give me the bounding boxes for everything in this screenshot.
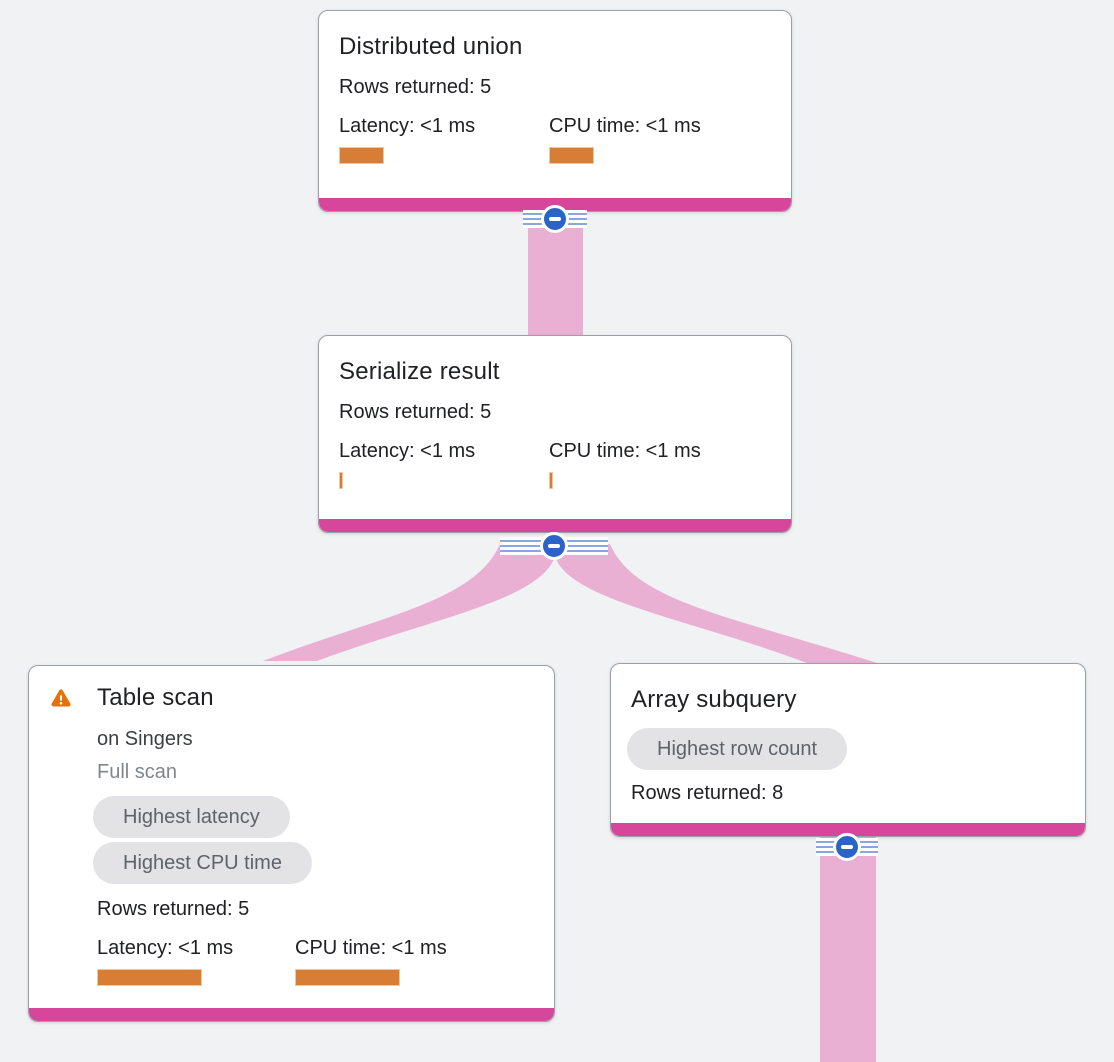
cpu-time-label: CPU time: <1 ms — [549, 115, 701, 137]
badge-highest-latency: Highest latency — [93, 796, 290, 838]
edge-band-arraysubquery-child — [820, 837, 876, 1062]
collapse-button-serialize-result[interactable] — [500, 532, 608, 560]
latency-bar — [339, 147, 384, 164]
node-accent-bar — [319, 198, 791, 211]
rows-returned: Rows returned: 5 — [339, 401, 492, 423]
node-accent-bar — [29, 1008, 554, 1021]
node-distributed-union[interactable]: Distributed union Rows returned: 5 Laten… — [318, 10, 792, 212]
node-title: Serialize result — [339, 358, 500, 385]
node-array-subquery[interactable]: Array subquery Highest row count Rows re… — [610, 663, 1086, 837]
cpu-time-label: CPU time: <1 ms — [295, 937, 447, 959]
collapse-button-distributed-union[interactable] — [523, 205, 587, 233]
collapse-button-array-subquery[interactable] — [816, 833, 878, 861]
cpu-time-bar — [549, 472, 553, 489]
cpu-time-bar — [549, 147, 594, 164]
node-title: Table scan — [97, 684, 214, 711]
edge-band-serialize-tablescan — [263, 544, 555, 661]
minus-circle-icon — [541, 205, 569, 233]
rows-returned: Rows returned: 8 — [631, 782, 784, 804]
rows-returned: Rows returned: 5 — [97, 898, 250, 920]
badge-highest-cpu-time: Highest CPU time — [93, 842, 312, 884]
badge-highest-row-count: Highest row count — [627, 728, 848, 770]
latency-bar — [97, 969, 202, 986]
scan-target: on Singers — [97, 728, 193, 750]
cpu-time-label: CPU time: <1 ms — [549, 440, 701, 462]
edge-band-serialize-arraysubquery — [555, 544, 877, 663]
node-accent-bar — [319, 519, 791, 532]
node-title: Distributed union — [339, 33, 523, 60]
minus-circle-icon — [833, 833, 861, 861]
rows-returned: Rows returned: 5 — [339, 76, 492, 98]
edge-fork — [263, 544, 877, 663]
scan-type: Full scan — [97, 761, 178, 783]
minus-glyph — [549, 217, 561, 221]
minus-glyph — [841, 845, 853, 849]
node-accent-bar — [611, 823, 1085, 836]
latency-label: Latency: <1 ms — [339, 440, 476, 462]
minus-glyph — [548, 544, 560, 548]
latency-label: Latency: <1 ms — [97, 937, 234, 959]
cpu-time-bar — [295, 969, 400, 986]
node-serialize-result[interactable]: Serialize result Rows returned: 5 Latenc… — [318, 335, 792, 533]
latency-label: Latency: <1 ms — [339, 115, 476, 137]
latency-bar — [339, 472, 343, 489]
minus-circle-icon — [540, 532, 568, 560]
warning-icon — [51, 689, 71, 707]
node-table-scan[interactable]: Table scan on Singers Full scan Highest … — [28, 665, 555, 1022]
node-title: Array subquery — [631, 686, 797, 713]
